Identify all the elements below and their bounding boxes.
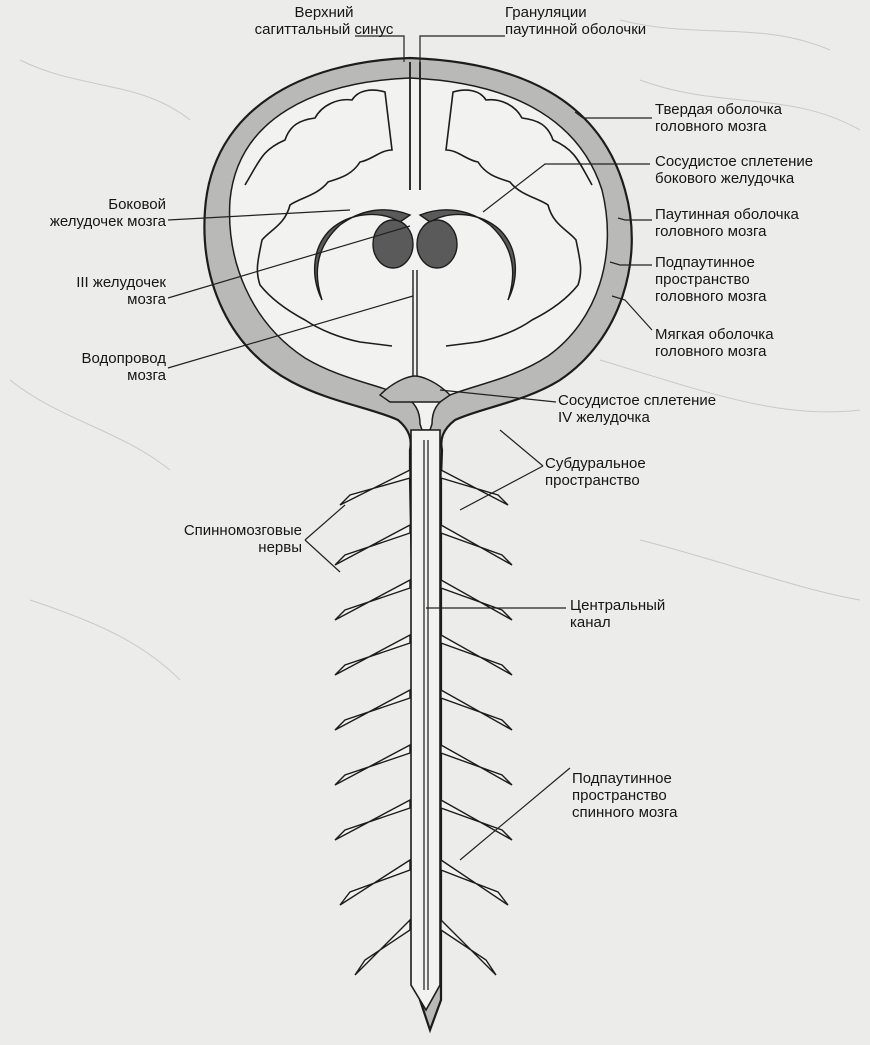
label-line: бокового желудочка xyxy=(655,170,813,187)
label-line: канал xyxy=(570,614,665,631)
label-line: Твердая оболочка xyxy=(655,101,782,118)
label-line: Сосудистое сплетение xyxy=(558,392,716,409)
label-line: головного мозга xyxy=(655,223,799,240)
spinal-nerve-left-2 xyxy=(335,525,410,565)
label-line: Паутинная оболочка xyxy=(655,206,799,223)
label-line: мозга xyxy=(0,291,166,308)
label-line: пространство xyxy=(655,271,767,288)
label-line: Боковой xyxy=(0,196,166,213)
label-line: IV желудочка xyxy=(558,409,716,426)
label-line: Верхний xyxy=(234,4,414,21)
spinal-nerve-left-3 xyxy=(335,580,410,620)
spinal-nerve-right-4 xyxy=(441,635,512,675)
leader-spinal-nerves-1 xyxy=(305,505,345,540)
spinal-nerve-left-8 xyxy=(340,860,410,905)
label-line: Грануляции xyxy=(505,4,646,21)
label-subarachnoid-brain: Подпаутинное пространство головного мозг… xyxy=(655,254,767,305)
spinal-nerve-left-9 xyxy=(355,920,410,975)
label-sagittal-sinus: Верхний сагиттальный синус xyxy=(234,4,414,38)
spinal-nerve-left-7 xyxy=(335,800,410,840)
spinal-nerve-right-9 xyxy=(441,920,496,975)
label-line: пространство xyxy=(572,787,677,804)
label-dura-brain: Твердая оболочка головного мозга xyxy=(655,101,782,135)
label-line: Подпаутинное xyxy=(655,254,767,271)
label-pia-brain: Мягкая оболочка головного мозга xyxy=(655,326,774,360)
label-line: спинного мозга xyxy=(572,804,677,821)
label-line: мозга xyxy=(0,367,166,384)
spinal-nerve-right-5 xyxy=(441,690,512,730)
spinal-cord xyxy=(411,430,440,1010)
label-line: головного мозга xyxy=(655,288,767,305)
label-line: Центральный xyxy=(570,597,665,614)
label-line: Подпаутинное xyxy=(572,770,677,787)
label-line: Субдуральное xyxy=(545,455,646,472)
label-line: сагиттальный синус xyxy=(234,21,414,38)
label-line: нервы xyxy=(100,539,302,556)
label-third-ventricle: III желудочек мозга xyxy=(0,274,166,308)
label-subdural: Субдуральное пространство xyxy=(545,455,646,489)
spinal-nerve-right-6 xyxy=(441,745,512,785)
label-choroid-fourth: Сосудистое сплетение IV желудочка xyxy=(558,392,716,426)
label-line: Спинномозговые xyxy=(100,522,302,539)
label-line: пространство xyxy=(545,472,646,489)
label-subarachnoid-spinal: Подпаутинное пространство спинного мозга xyxy=(572,770,677,821)
spinal-nerve-right-3 xyxy=(441,580,512,620)
thalamus-right xyxy=(417,220,457,268)
label-lateral-ventricle: Боковой желудочек мозга xyxy=(0,196,166,230)
leader-spinal-nerves-2 xyxy=(305,540,340,572)
spinal-nerve-right-8 xyxy=(441,860,508,905)
label-line: головного мозга xyxy=(655,118,782,135)
spinal-nerve-left-4 xyxy=(335,635,410,675)
background-page-text xyxy=(20,662,24,690)
label-arachnoid-granulations: Грануляции паутинной оболочки xyxy=(505,4,646,38)
spinal-cord-body xyxy=(411,430,440,1010)
leader-subdural-1 xyxy=(500,430,543,466)
spinal-nerve-right-7 xyxy=(441,800,512,840)
label-line: паутинной оболочки xyxy=(505,21,646,38)
label-line: Мягкая оболочка xyxy=(655,326,774,343)
label-line: Сосудистое сплетение xyxy=(655,153,813,170)
label-central-canal: Центральный канал xyxy=(570,597,665,631)
label-spinal-nerves: Спинномозговые нервы xyxy=(100,522,302,556)
spinal-nerve-left-6 xyxy=(335,745,410,785)
label-choroid-lateral: Сосудистое сплетение бокового желудочка xyxy=(655,153,813,187)
leader-arachnoid-granulations xyxy=(420,36,505,62)
label-line: желудочек мозга xyxy=(0,213,166,230)
label-line: Водопровод xyxy=(0,350,166,367)
spinal-nerve-right-2 xyxy=(441,525,512,565)
leader-subarachnoid-spinal xyxy=(460,768,570,860)
label-aqueduct: Водопровод мозга xyxy=(0,350,166,384)
spinal-nerve-right-1 xyxy=(441,470,508,505)
label-line: III желудочек xyxy=(0,274,166,291)
label-arachnoid-brain: Паутинная оболочка головного мозга xyxy=(655,206,799,240)
label-line: головного мозга xyxy=(655,343,774,360)
spinal-nerve-left-1 xyxy=(340,470,410,505)
spinal-nerve-left-5 xyxy=(335,690,410,730)
leader-dura-brain xyxy=(575,112,652,118)
